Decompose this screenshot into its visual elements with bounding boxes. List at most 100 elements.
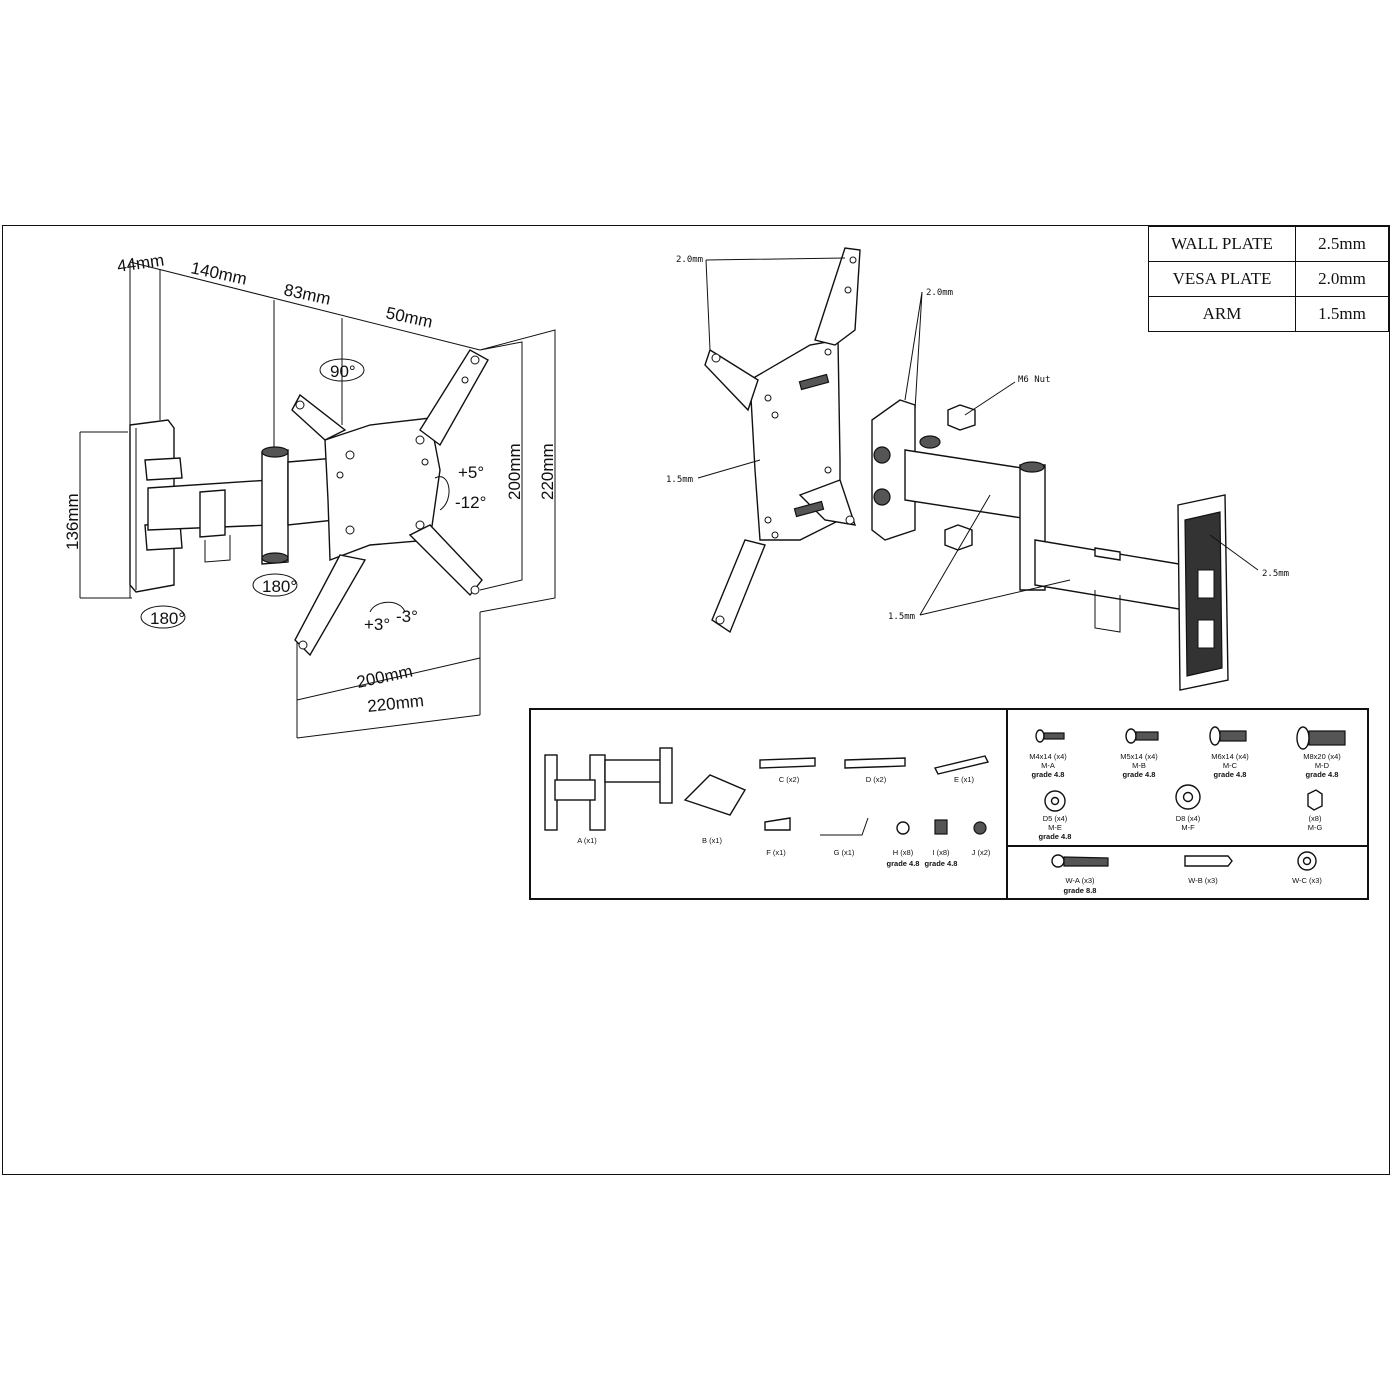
exploded-cable-clip [1094,590,1121,633]
part-f-label: F (x1) [766,848,786,857]
dimension-view: 44mm 140mm 83mm 50mm 136mm 200mm 220mm 2… [63,251,557,739]
callout-wall-thick: 2.5mm [1262,569,1289,579]
hw-me-code: M-E [1048,823,1062,832]
tilt-down-label: -12° [455,493,486,512]
exploded-bolts [793,373,830,518]
screw-ma-icon [1035,729,1065,743]
part-b-label: B (x1) [702,836,723,845]
drawing-frame [2,225,1390,1175]
part-e-icon [933,755,990,775]
hw-mf-code: M-F [1181,823,1195,832]
washer-wc-icon [1297,851,1317,871]
nut-mg-icon [1307,789,1323,811]
hw-mg-size: (x8) [1309,814,1322,823]
table-cell-part: ARM [1148,296,1296,332]
swivel-arm-label: 180° [262,577,297,596]
hw-mg-code: M-G [1308,823,1323,832]
tilt-arrow [434,476,450,511]
exploded-vesa-arm-bottom [711,539,766,634]
wall-plate-slot [1197,569,1215,599]
dim-220-horizontal: 220mm [366,691,424,716]
leader-wall [1209,534,1259,571]
part-i-icon [934,819,948,835]
level-minus-label: -3° [396,607,418,626]
hw-ma-size: M4x14 (x4) [1029,752,1067,761]
exploded-view: 2.0mm 2.0mm 1.5mm M6 Nut 2.5mm 1.5mm [666,247,1289,691]
arm-clip [199,489,226,538]
m6-nut-lower [944,524,973,551]
rotation-90-ring [319,358,365,382]
vesa-arm-top-left [291,393,347,441]
exploded-vesa-arm-left [704,348,759,412]
part-a-label: A (x1) [577,836,597,845]
dim-83: 83mm [282,280,332,308]
table-row: ARM 1.5mm [1148,296,1389,332]
bracket-knob-lower [873,488,891,506]
leader-nut [964,381,1016,416]
hw-mb-code: M-B [1132,761,1146,770]
exploded-vesa-arm-top [814,247,861,346]
hw-mc-size: M6x14 (x4) [1211,752,1249,761]
pivot-cap [261,446,289,458]
dim-200-horizontal: 200mm [355,662,414,692]
level-plus-label: +3° [364,615,390,634]
vesa-arm-bottom-left [294,554,367,657]
screw-md-icon [1296,726,1346,750]
part-c-icon [759,757,816,769]
hw-md-code: M-D [1315,761,1330,770]
anchor-wb-icon [1184,855,1233,867]
swivel-wall-ring [140,605,186,629]
wall-hinge-block [144,457,183,481]
bracket-knob [873,446,891,464]
thickness-table: WALL PLATE 2.5mm VESA PLATE 2.0mm ARM 1.… [1148,226,1389,332]
dim-44: 44mm [116,251,165,276]
parts-list: A (x1) B (x1) C (x2) D (x2) E (x1) F (x1… [529,708,1369,900]
table-row: WALL PLATE 2.5mm [1148,226,1389,262]
part-b-icon [683,774,747,816]
tilt-up-label: +5° [458,463,484,482]
horizontal-dimension-lines [296,612,481,739]
vesa-arm-top-right [419,349,489,447]
height-dimension-line [79,431,132,599]
hw-mb-size: M5x14 (x4) [1120,752,1158,761]
hw-me-grade: grade 4.8 [1039,832,1072,841]
hw-ma-grade: grade 4.8 [1032,770,1065,779]
hw-mf-size: D8 (x4) [1176,814,1201,823]
top-dimension-line [129,261,481,351]
dim-200-vertical: 200mm [505,443,524,500]
vesa-holes [295,355,480,650]
part-a-icon [544,747,673,831]
leader-bracket-thick [904,291,923,411]
exploded-vesa-holes [711,256,857,625]
vertical-dimension-lines [479,329,556,613]
part-h-label: H (x8) [893,848,914,857]
hw-mc-grade: grade 4.8 [1214,770,1247,779]
screw-mb-icon [1125,728,1159,744]
screw-mc-icon [1209,726,1247,746]
table-row: VESA PLATE 2.0mm [1148,261,1389,297]
pivot-cap-lower [261,552,289,564]
callout-arm-thick: 1.5mm [888,612,915,622]
parts-list-border [529,708,1369,900]
hw-wb-label: W-B (x3) [1188,876,1218,885]
table-cell-value: 1.5mm [1295,296,1389,332]
bracket-pivot [919,435,941,449]
m6-nut-upper [947,404,976,431]
part-h-icon [896,821,910,835]
dim-220-vertical: 220mm [538,443,557,500]
part-g-label: G (x1) [834,848,855,857]
hw-wa-grade: grade 8.8 [1064,886,1097,895]
vesa-arm-bottom-right [408,524,483,597]
hw-mb-grade: grade 4.8 [1123,770,1156,779]
callout-vesa-arm: 1.5mm [666,475,693,485]
swivel-arm-ring [252,573,298,597]
callout-vesa-thick: 2.0mm [676,255,703,265]
exploded-arm-clip [1094,547,1121,561]
hw-md-grade: grade 4.8 [1306,770,1339,779]
table-cell-value: 2.0mm [1295,261,1389,297]
part-i-grade: grade 4.8 [925,859,958,868]
level-arrow [369,601,406,613]
part-h-grade: grade 4.8 [887,859,920,868]
leader-vesa-arm [697,459,761,479]
